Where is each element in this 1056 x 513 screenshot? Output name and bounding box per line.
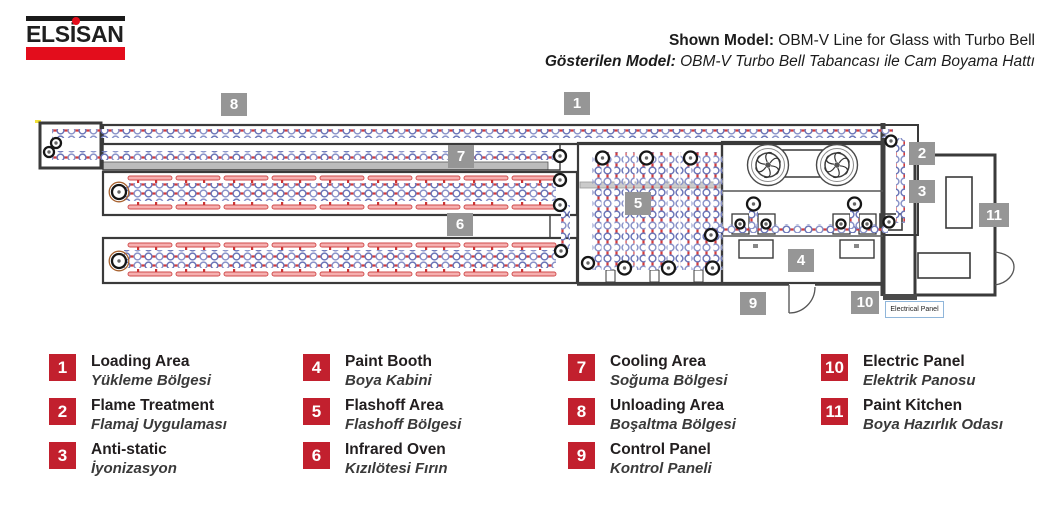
diagram-marker-number: 3 [917, 183, 927, 200]
page-title: Shown Model: OBM-V Line for Glass with T… [545, 30, 1035, 72]
legend-label-en: Paint Kitchen [863, 397, 963, 414]
legend-label-tr: Kızılötesi Fırın [345, 460, 448, 477]
logo-red-bar [26, 47, 125, 60]
electrical-panel-label: Electrical Panel [885, 301, 944, 318]
elsisan-logo: ELSİSAN [26, 16, 125, 60]
legend-label-en: Paint Booth [345, 353, 432, 370]
legend-item: 2 Flame Treatment Flamaj Uygulaması [49, 396, 227, 434]
legend-label-tr: Flashoff Bölgesi [345, 416, 462, 433]
diagram-marker: 11 [979, 203, 1009, 227]
legend-label-tr: İyonizasyon [91, 460, 177, 477]
legend-number-badge: 4 [303, 354, 330, 381]
legend-item: 8 Unloading Area Boşaltma Bölgesi [568, 396, 736, 434]
legend-number-badge: 7 [568, 354, 595, 381]
legend-label-en: Flame Treatment [91, 397, 215, 414]
diagram-marker: 4 [788, 249, 814, 272]
legend-item: 6 Infrared Oven Kızılötesi Fırın [303, 440, 461, 478]
diagram-marker: 6 [447, 213, 473, 236]
diagram-marker: 10 [851, 291, 879, 314]
diagram-marker-number: 6 [455, 216, 465, 233]
legend-labels: Infrared Oven Kızılötesi Fırın [345, 440, 448, 478]
legend-label-tr: Boya Kabini [345, 372, 432, 389]
legend-item: 3 Anti-static İyonizasyon [49, 440, 227, 478]
legend-number-badge: 3 [49, 442, 76, 469]
legend-label-en: Anti-static [91, 441, 167, 458]
diagram-marker: 3 [909, 180, 935, 203]
legend-number-badge: 10 [821, 354, 848, 381]
title-tr-value: OBM-V Turbo Bell Tabancası ile Cam Boyam… [675, 53, 1035, 70]
legend-label-en: Infrared Oven [345, 441, 446, 458]
logo-red-dot-icon [72, 17, 80, 25]
legend-labels: Flashoff Area Flashoff Bölgesi [345, 396, 461, 434]
diagram-marker-number: 10 [856, 294, 874, 311]
title-line-en: Shown Model: OBM-V Line for Glass with T… [545, 30, 1035, 51]
legend-label-en: Unloading Area [610, 397, 724, 414]
legend-number-badge: 5 [303, 398, 330, 425]
diagram-marker: 9 [740, 292, 766, 315]
legend-labels: Anti-static İyonizasyon [91, 440, 177, 478]
legend-labels: Paint Booth Boya Kabini [345, 352, 432, 390]
diagram-marker: 2 [909, 142, 935, 165]
legend-number-badge: 1 [49, 354, 76, 381]
diagram-marker-number: 9 [748, 295, 758, 312]
legend-item: 10 Electric Panel Elektrik Panosu [821, 352, 1003, 390]
legend-item: 1 Loading Area Yükleme Bölgesi [49, 352, 227, 390]
legend-column-3: 7 Cooling Area Soğuma Bölgesi 8 Unloadin… [568, 352, 736, 484]
legend-number-badge: 8 [568, 398, 595, 425]
legend-labels: Unloading Area Boşaltma Bölgesi [610, 396, 736, 434]
legend-item: 5 Flashoff Area Flashoff Bölgesi [303, 396, 461, 434]
legend-item: 4 Paint Booth Boya Kabini [303, 352, 461, 390]
legend-label-tr: Yükleme Bölgesi [91, 372, 212, 389]
legend-column-1: 1 Loading Area Yükleme Bölgesi 2 Flame T… [49, 352, 227, 484]
diagram-marker: 7 [448, 145, 474, 168]
legend-number-badge: 9 [568, 442, 595, 469]
diagram-marker-number: 11 [986, 206, 1002, 224]
legend-label-en: Cooling Area [610, 353, 706, 370]
diagram-marker-number: 1 [572, 95, 582, 112]
legend-labels: Loading Area Yükleme Bölgesi [91, 352, 211, 390]
diagram-marker-number: 4 [796, 252, 806, 269]
legend-label-tr: Boşaltma Bölgesi [610, 416, 736, 433]
legend-label-tr: Kontrol Paneli [610, 460, 712, 477]
legend-number-badge: 2 [49, 398, 76, 425]
legend-label-en: Loading Area [91, 353, 190, 370]
diagram-marker: 1 [564, 92, 590, 115]
title-en-value: OBM-V Line for Glass with Turbo Bell [773, 32, 1035, 49]
diagram-marker-number: 7 [456, 148, 466, 165]
legend-item: 9 Control Panel Kontrol Paneli [568, 440, 736, 478]
diagram-marker: 5 [625, 192, 651, 215]
legend-label-tr: Soğuma Bölgesi [610, 372, 728, 389]
diagram-marker-number: 5 [633, 195, 643, 212]
legend-labels: Cooling Area Soğuma Bölgesi [610, 352, 728, 390]
legend-number-badge: 11 [821, 398, 848, 425]
legend-label-en: Flashoff Area [345, 397, 444, 414]
legend-item: 11 Paint Kitchen Boya Hazırlık Odası [821, 396, 1003, 434]
title-line-tr: Gösterilen Model: OBM-V Turbo Bell Taban… [545, 51, 1035, 72]
legend-label-tr: Elektrik Panosu [863, 372, 976, 389]
legend-label-en: Control Panel [610, 441, 711, 458]
legend-labels: Paint Kitchen Boya Hazırlık Odası [863, 396, 1003, 434]
legend-item: 7 Cooling Area Soğuma Bölgesi [568, 352, 736, 390]
legend-column-4: 10 Electric Panel Elektrik Panosu 11 Pai… [821, 352, 1003, 440]
legend-label-tr: Flamaj Uygulaması [91, 416, 227, 433]
legend-label-tr: Boya Hazırlık Odası [863, 416, 1004, 433]
legend-labels: Electric Panel Elektrik Panosu [863, 352, 976, 390]
title-tr-label: Gösterilen Model: [544, 53, 676, 70]
legend-label-en: Electric Panel [863, 353, 965, 370]
legend-labels: Control Panel Kontrol Paneli [610, 440, 712, 478]
diagram-marker: 8 [221, 93, 247, 116]
legend-labels: Flame Treatment Flamaj Uygulaması [91, 396, 227, 434]
diagram-marker-number: 8 [229, 96, 239, 113]
diagram-marker-number: 2 [917, 145, 927, 162]
title-en-label: Shown Model: [668, 32, 774, 49]
fan-blades-icon [824, 152, 850, 178]
legend-number-badge: 6 [303, 442, 330, 469]
legend-column-2: 4 Paint Booth Boya Kabini 5 Flashoff Are… [303, 352, 461, 484]
fan-blades-icon [755, 152, 781, 178]
logo-text: ELSİSAN [26, 21, 124, 47]
